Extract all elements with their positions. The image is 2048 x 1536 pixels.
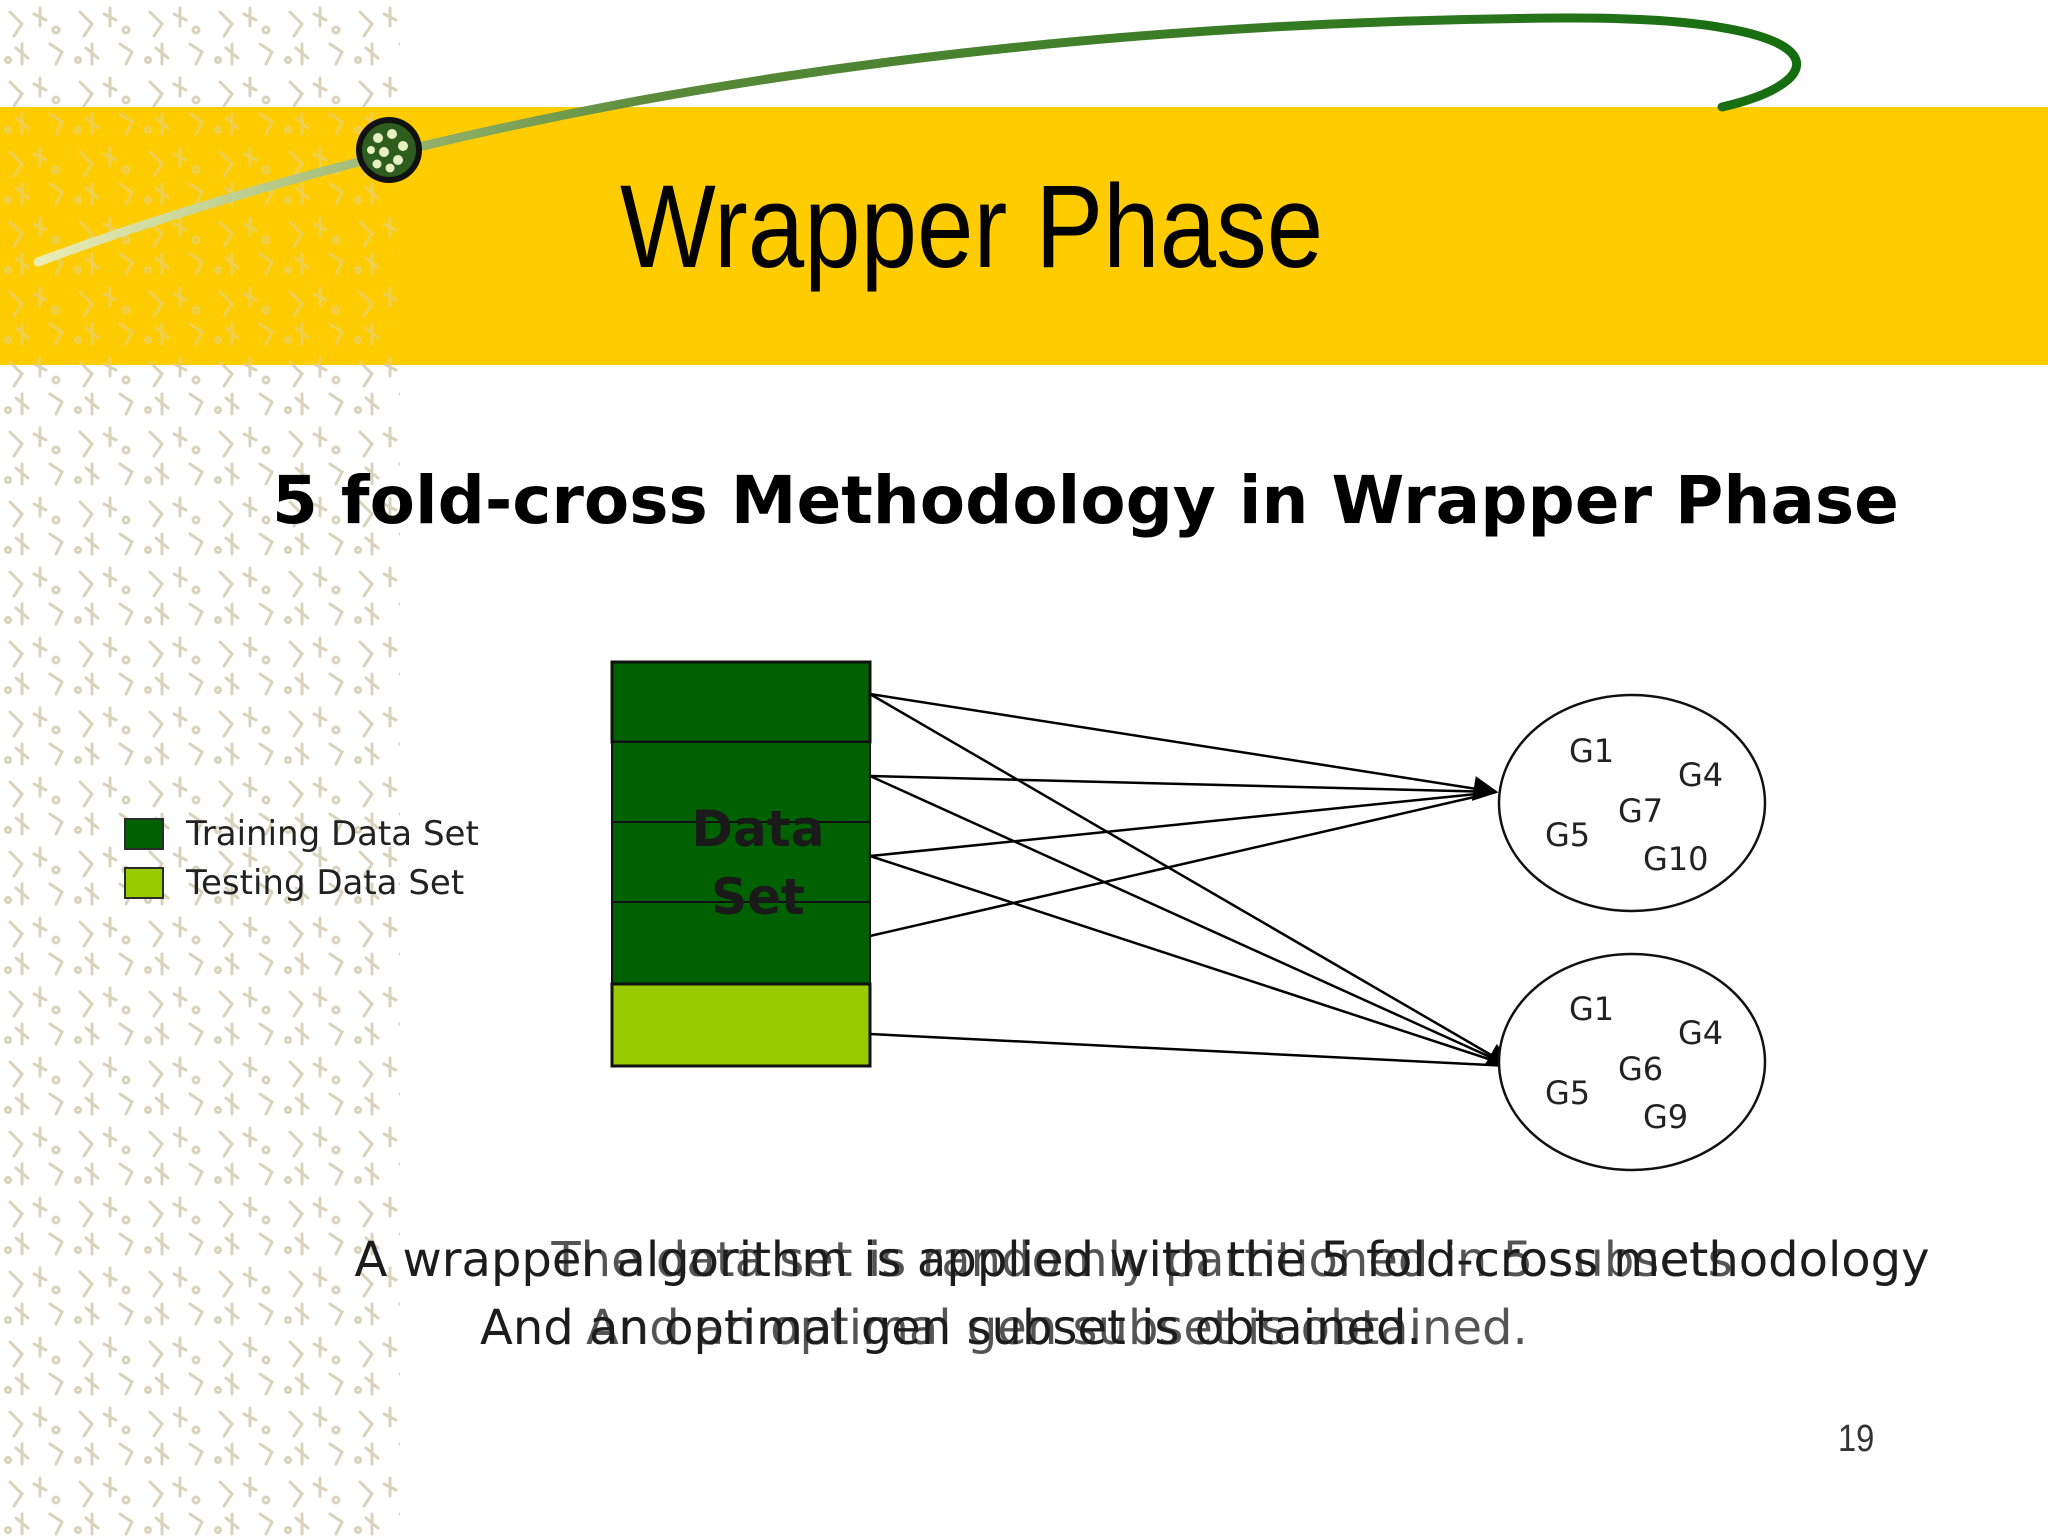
gene-label: G6 bbox=[1618, 1050, 1663, 1088]
page-number: 19 bbox=[1838, 1418, 1875, 1460]
arrow bbox=[869, 790, 1497, 858]
legend-swatch-testing bbox=[124, 867, 164, 899]
caption-line2-b: And an optimal gen subset is obtained. bbox=[586, 1300, 1528, 1356]
gene-label: G4 bbox=[1678, 756, 1723, 794]
legend-label-testing: Testing Data Set bbox=[186, 863, 465, 903]
data-set-label-line2: Set bbox=[711, 868, 805, 926]
emblem-icon bbox=[356, 117, 422, 183]
arrow bbox=[869, 1032, 1511, 1068]
gene-group-1: G1 G4 G7 G5 G10 bbox=[1497, 693, 1767, 913]
arrow bbox=[869, 790, 1497, 938]
arrow bbox=[869, 692, 1513, 1068]
fold-arrows bbox=[869, 692, 1513, 1068]
gene-label: G1 bbox=[1569, 990, 1614, 1028]
legend-label-training: Training Data Set bbox=[186, 814, 479, 854]
data-set-block: Data Set bbox=[610, 660, 872, 1068]
arrow bbox=[869, 692, 1499, 801]
fold-1 bbox=[610, 660, 872, 744]
gene-group-2: G1 G4 G6 G5 G9 bbox=[1497, 952, 1767, 1172]
legend-item-testing: Testing Data Set bbox=[124, 863, 464, 903]
gene-label: G7 bbox=[1618, 792, 1663, 830]
fold-4 bbox=[611, 901, 871, 985]
gene-label: G9 bbox=[1643, 1098, 1688, 1136]
gene-label: G4 bbox=[1678, 1014, 1723, 1052]
fold-2 bbox=[611, 741, 871, 823]
gene-label: G1 bbox=[1569, 732, 1614, 770]
slide-title: Wrapper Phase bbox=[620, 161, 1324, 293]
data-set-label-line1: Data bbox=[692, 800, 825, 858]
fold-5 bbox=[610, 982, 872, 1068]
caption-line2-a: And an optimal gen subset is obtained. bbox=[480, 1300, 1422, 1356]
slide-subtitle: 5 fold-cross Methodology in Wrapper Phas… bbox=[272, 462, 1899, 539]
arrow bbox=[869, 774, 1497, 794]
arrow bbox=[869, 854, 1511, 1068]
gene-label: G5 bbox=[1545, 816, 1590, 854]
legend-swatch-training bbox=[124, 818, 164, 850]
gene-label: G5 bbox=[1545, 1074, 1590, 1112]
arrow bbox=[869, 774, 1511, 1068]
legend-item-training: Training Data Set bbox=[124, 814, 479, 854]
caption-line1-a: A wrapper algorithm is applied with the … bbox=[354, 1232, 1930, 1288]
caption-line1-b: The data set is randomly partitioned in … bbox=[551, 1232, 1733, 1288]
gene-label: G10 bbox=[1643, 840, 1709, 878]
